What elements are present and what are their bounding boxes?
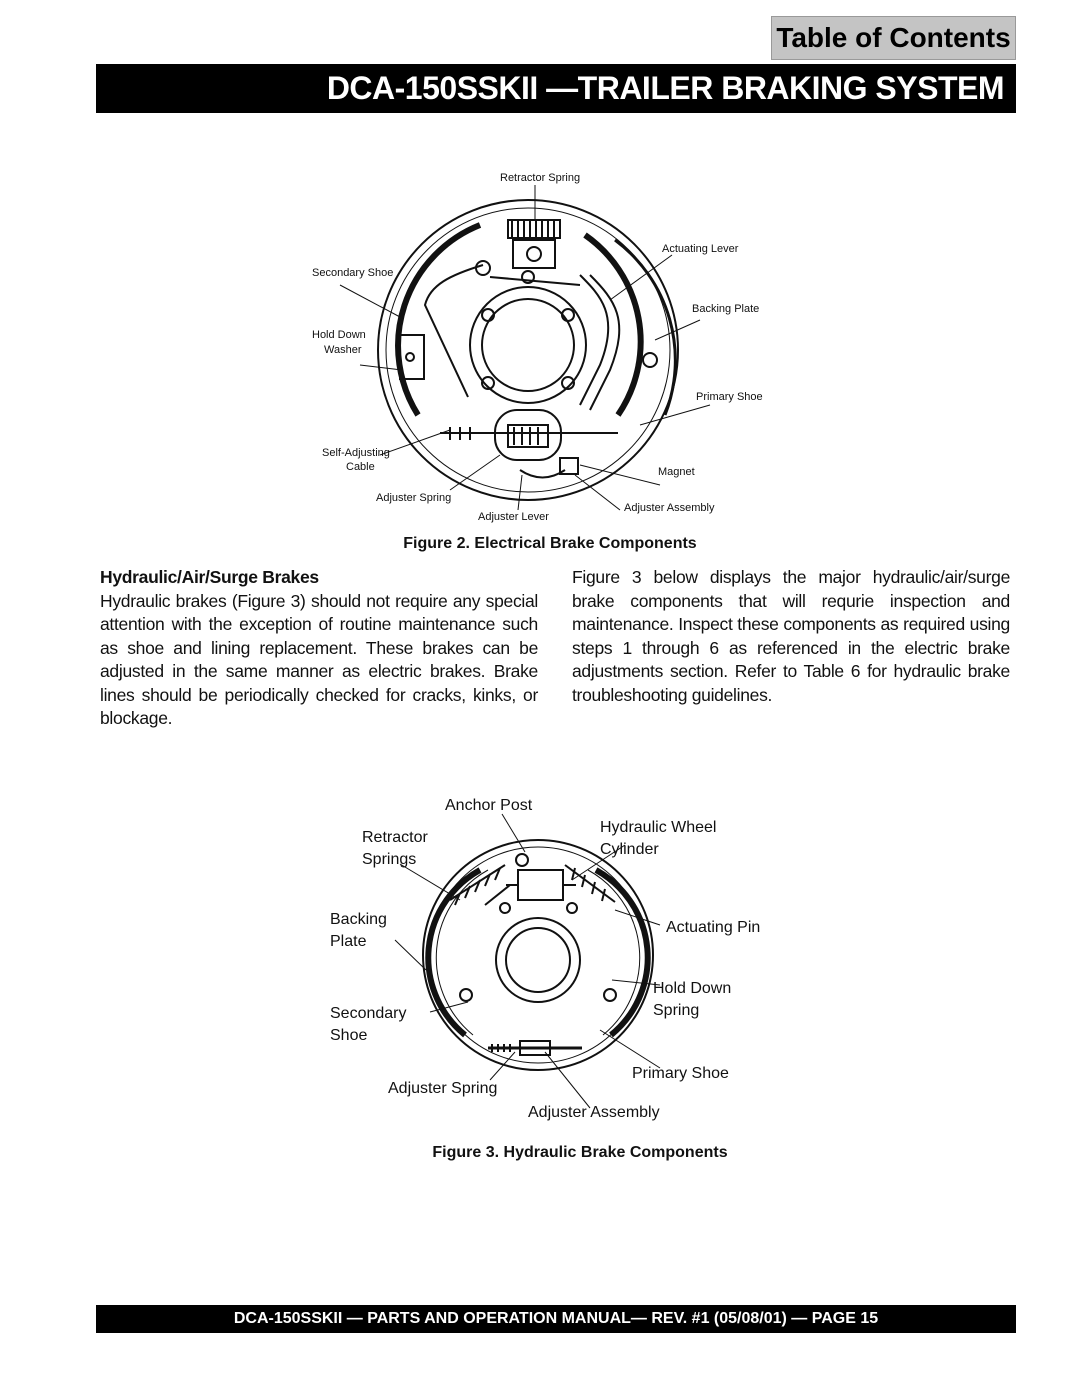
label-actuating-lever: Actuating Lever [662, 243, 739, 255]
page-footer: DCA-150SSKII — PARTS AND OPERATION MANUA… [96, 1305, 1016, 1333]
label-adjuster-spring: Adjuster Spring [376, 492, 451, 504]
page-title: DCA-150SSKII —TRAILER BRAKING SYSTEM [96, 64, 1016, 113]
right-paragraph: Figure 3 below displays the major hydrau… [572, 567, 1010, 705]
left-column: Hydraulic/Air/Surge Brakes Hydraulic bra… [100, 566, 538, 731]
label-hydraulic-wheel: Hydraulic Wheel [600, 819, 716, 836]
right-column: Figure 3 below displays the major hydrau… [572, 566, 1010, 707]
label-shoe: Shoe [330, 1027, 367, 1044]
label-backing: Backing [330, 911, 387, 928]
label-primary-shoe: Primary Shoe [632, 1065, 729, 1082]
label-primary-shoe: Primary Shoe [696, 391, 763, 403]
electrical-brake-diagram: Retractor Spring Actuating Lever Seconda… [300, 165, 780, 525]
label-washer: Washer [324, 344, 362, 356]
label-secondary: Secondary [330, 1005, 407, 1022]
label-plate: Plate [330, 933, 367, 950]
table-of-contents-button[interactable]: Table of Contents [771, 16, 1016, 60]
label-cylinder: Cylinder [600, 841, 659, 858]
label-adjuster-assembly: Adjuster Assembly [624, 502, 715, 514]
label-adjuster-lever: Adjuster Lever [478, 511, 549, 523]
figure-2-caption: Figure 2. Electrical Brake Components [403, 535, 697, 552]
label-secondary-shoe: Secondary Shoe [312, 267, 393, 279]
figure-3-caption: Figure 3. Hydraulic Brake Components [432, 1144, 728, 1161]
label-cable: Cable [346, 461, 375, 473]
label-hold-down: Hold Down [312, 329, 366, 341]
label-retractor: Retractor [362, 829, 428, 846]
section-heading: Hydraulic/Air/Surge Brakes [100, 567, 319, 587]
label-self-adjusting: Self-Adjusting [322, 447, 390, 459]
label-retractor-spring: Retractor Spring [500, 172, 580, 184]
label-springs: Springs [362, 851, 416, 868]
label-magnet: Magnet [658, 466, 695, 478]
label-hold-down: Hold Down [653, 980, 731, 997]
label-adjuster-assembly: Adjuster Assembly [528, 1104, 660, 1121]
hydraulic-brake-diagram: Anchor Post Retractor Springs Hydraulic … [320, 790, 790, 1130]
label-actuating-pin: Actuating Pin [666, 919, 760, 936]
label-anchor-post: Anchor Post [445, 797, 533, 814]
label-spring: Spring [653, 1002, 699, 1019]
label-backing-plate: Backing Plate [692, 303, 759, 315]
left-paragraph: Hydraulic brakes (Figure 3) should not r… [100, 590, 538, 729]
label-adjuster-spring: Adjuster Spring [388, 1080, 497, 1097]
